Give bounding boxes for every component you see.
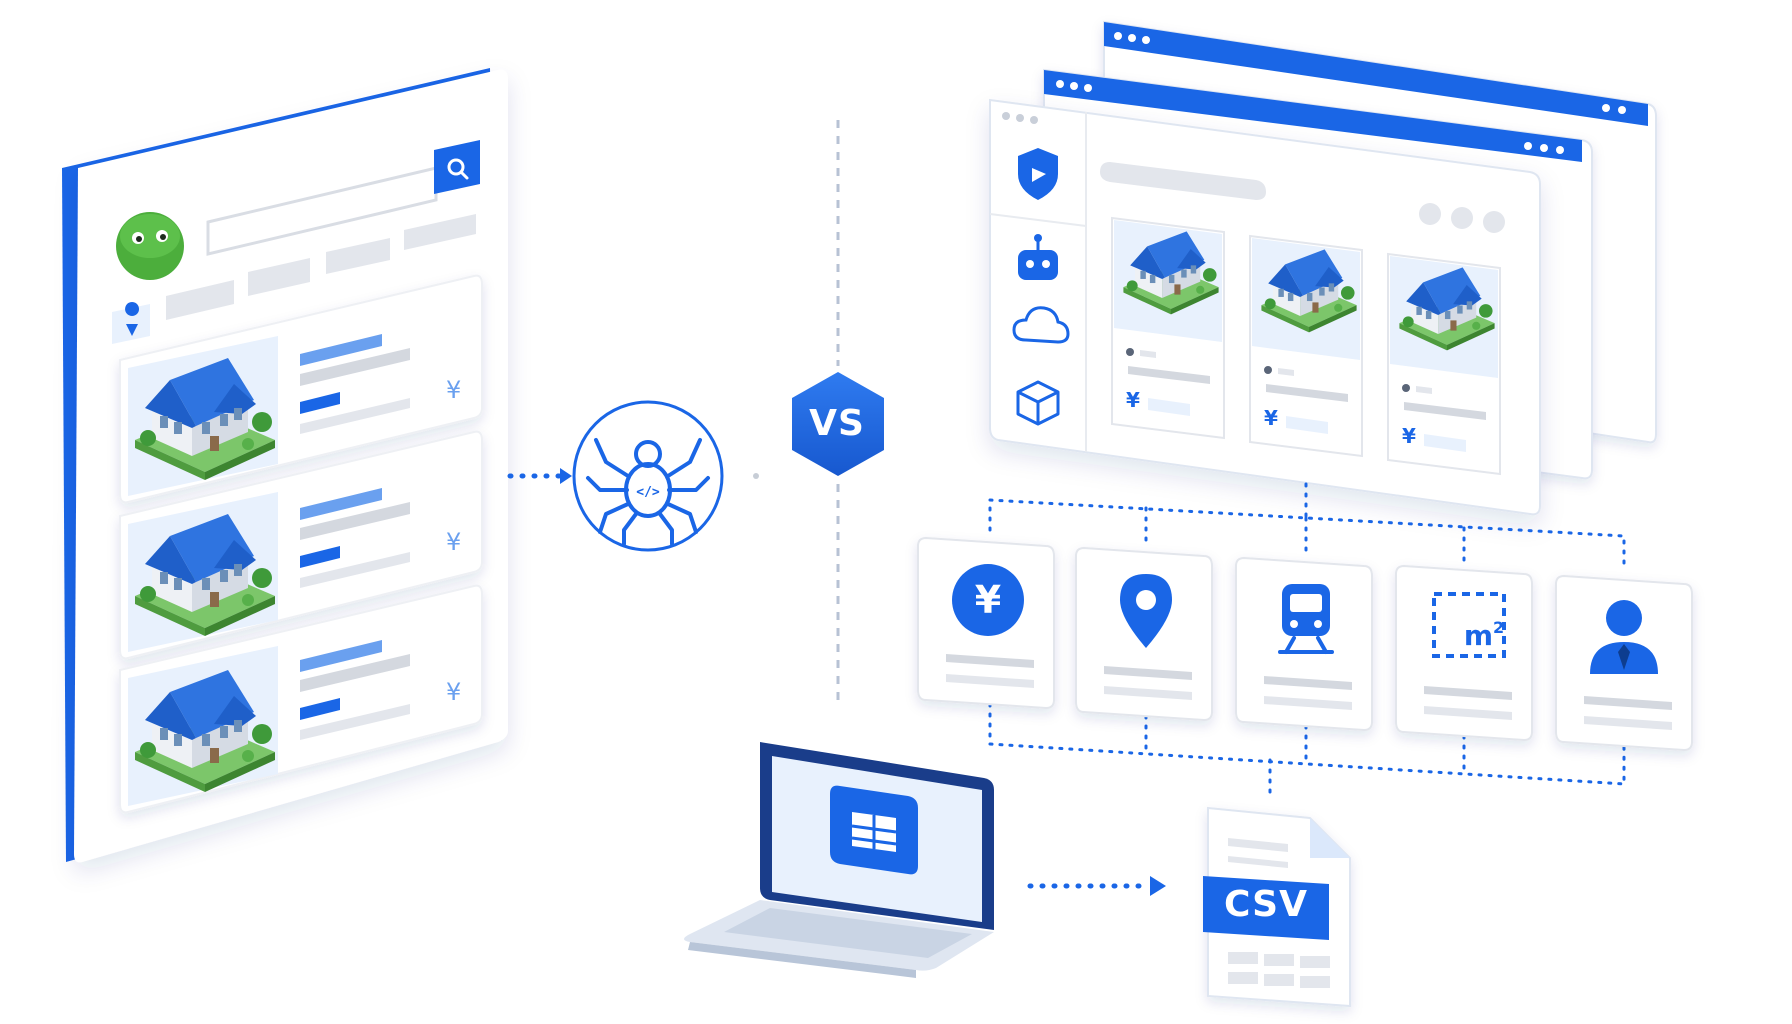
area-exponent: 2 [1493,618,1505,637]
search-bar[interactable] [206,140,480,256]
listing-price-symbol: ¥ [446,528,462,556]
yen-coin-icon: ¥ [974,578,1002,622]
vs-hexagon [792,372,884,476]
cube-icon [1016,380,1060,426]
field-card-transit [1235,556,1373,732]
field-card-area [1395,564,1533,742]
field-card-price [917,536,1055,710]
area-unit: m [1463,619,1494,652]
field-card-agent [1555,574,1693,752]
spreadsheet-icon [830,785,918,875]
site-mascot [116,212,184,280]
result-price-symbol: ¥ [1264,406,1278,430]
shield-icon [1018,148,1058,200]
vs-label: VS [809,403,865,444]
train-icon [1278,584,1334,654]
laptop [684,742,994,978]
dot-separator [753,473,759,479]
csv-label: CSV [1224,884,1308,925]
floor-area-icon [1432,592,1506,658]
listing-card-1[interactable] [119,274,483,504]
result-card-2 [1249,234,1363,458]
field-card-location [1075,546,1213,722]
listing-price-symbol: ¥ [446,678,462,706]
listing-card-3[interactable] [119,584,483,814]
result-price-symbol: ¥ [1402,424,1416,448]
svg-text:</>: </> [636,485,660,500]
listing-card-2[interactable] [119,430,483,660]
extraction-connectors [988,482,1626,802]
spider-code-icon: </> [572,400,724,552]
arrowhead [560,468,572,484]
result-card-1 [1111,216,1225,440]
person-icon [1590,600,1658,674]
listing-price-symbol: ¥ [446,376,462,404]
result-price-symbol: ¥ [1126,388,1140,412]
arrowhead [1150,876,1166,896]
filter-chips[interactable] [112,214,476,344]
area-unit-label: m2 [1444,612,1524,652]
result-card-3 [1387,252,1501,476]
cloud-icon [1012,306,1070,344]
robot-icon [1018,234,1058,280]
csv-file [1203,806,1351,1008]
